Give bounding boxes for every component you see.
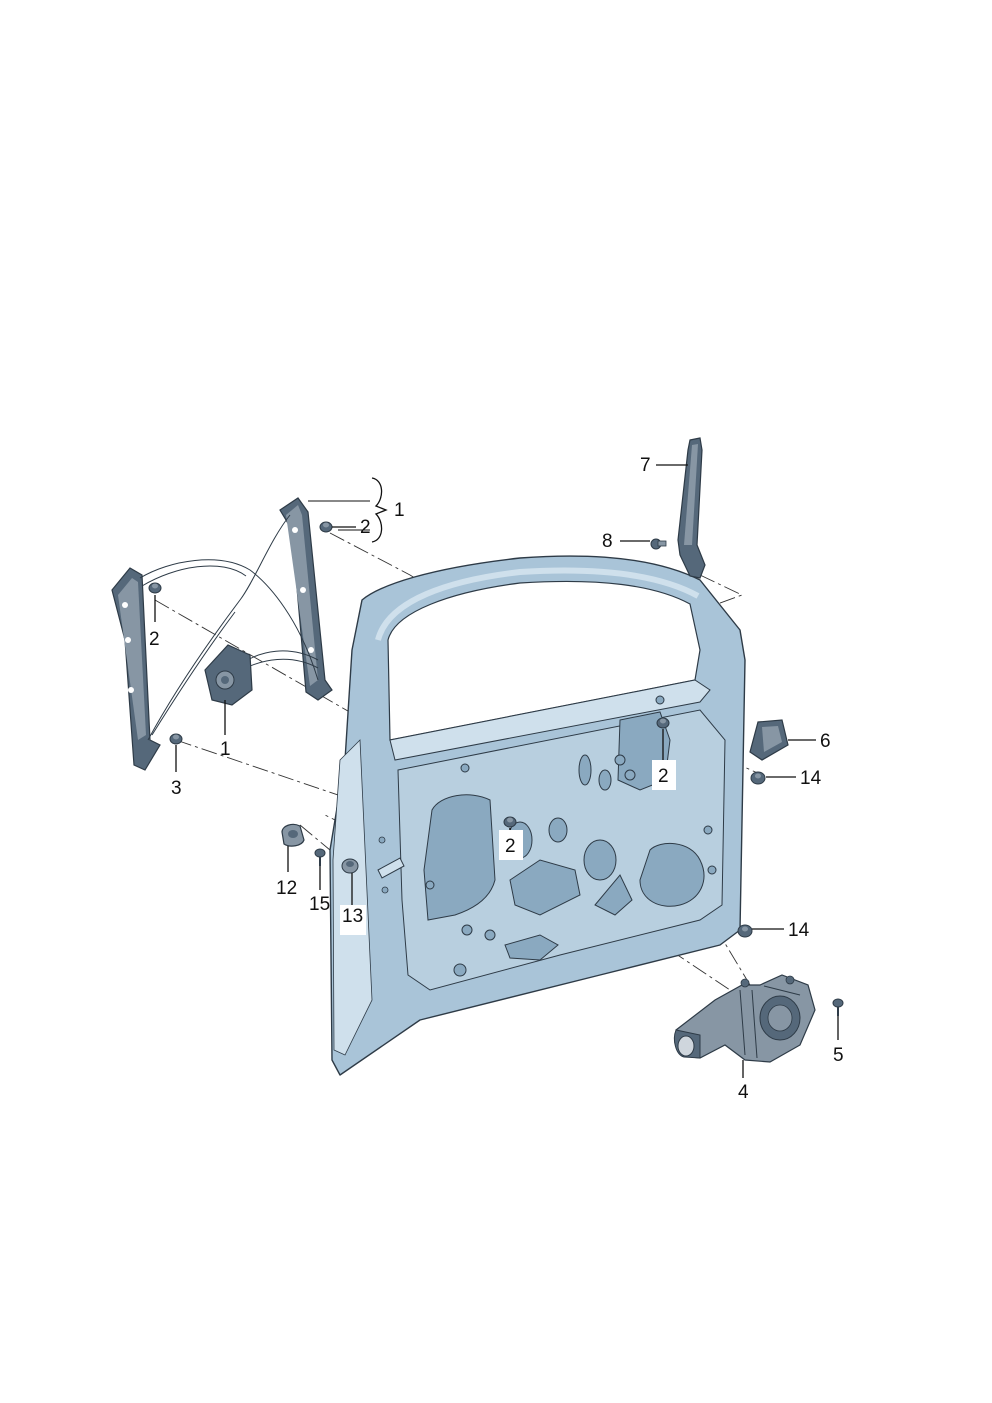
- cap-12: [281, 823, 305, 847]
- callout-2-panel-center: 2: [505, 836, 516, 857]
- belt-rail: [389, 679, 711, 761]
- callout-1-regulator: 1: [220, 739, 231, 760]
- callout-2-panel-right: 2: [658, 766, 669, 787]
- window-regulator: [111, 497, 333, 771]
- window-motor-4: [673, 974, 816, 1063]
- grommet-14-upper: [750, 771, 766, 785]
- callout-15: 15: [309, 894, 330, 915]
- callout-2-regulator-top: 2: [360, 517, 371, 538]
- callout-4: 4: [738, 1082, 749, 1103]
- nut-2-panel-center: [503, 816, 517, 828]
- nut-2-regulator-top: [319, 521, 333, 533]
- callout-14-lower: 14: [788, 920, 810, 941]
- grommet-14-lower: [737, 924, 753, 938]
- window-frame-opening: [387, 580, 701, 741]
- bolt-8: [650, 538, 667, 550]
- callout-14-upper: 14: [800, 768, 822, 789]
- assembly-bracket: [308, 477, 388, 543]
- round-hole-1: [583, 839, 617, 881]
- callout-1-bracket: 1: [394, 500, 405, 521]
- round-hole-2: [548, 817, 568, 843]
- callout-7: 7: [640, 455, 651, 476]
- door-inner-panel: [329, 555, 746, 1076]
- nut-3: [169, 733, 183, 745]
- callout-6: 6: [820, 731, 831, 752]
- service-opening-left: [423, 794, 496, 921]
- trim-pad-6: [749, 719, 789, 761]
- window-guide-rail: [650, 437, 706, 579]
- nut-2-panel-right: [656, 717, 670, 729]
- callout-2-regulator-left: 2: [149, 629, 160, 650]
- screw-5: [832, 998, 844, 1016]
- speaker-opening: [639, 842, 705, 907]
- plug-13: [341, 858, 359, 874]
- callout-8: 8: [602, 531, 613, 552]
- callout-3: 3: [171, 778, 182, 799]
- callout-labels: 1 2 2 1 3 7 8 6 14 2 2 12 15 13 14 5 4: [149, 455, 844, 1103]
- callout-12: 12: [276, 878, 297, 899]
- callout-13: 13: [342, 906, 363, 927]
- screw-15: [314, 848, 326, 866]
- callout-5: 5: [833, 1045, 844, 1066]
- nut-2-regulator-left: [148, 582, 162, 594]
